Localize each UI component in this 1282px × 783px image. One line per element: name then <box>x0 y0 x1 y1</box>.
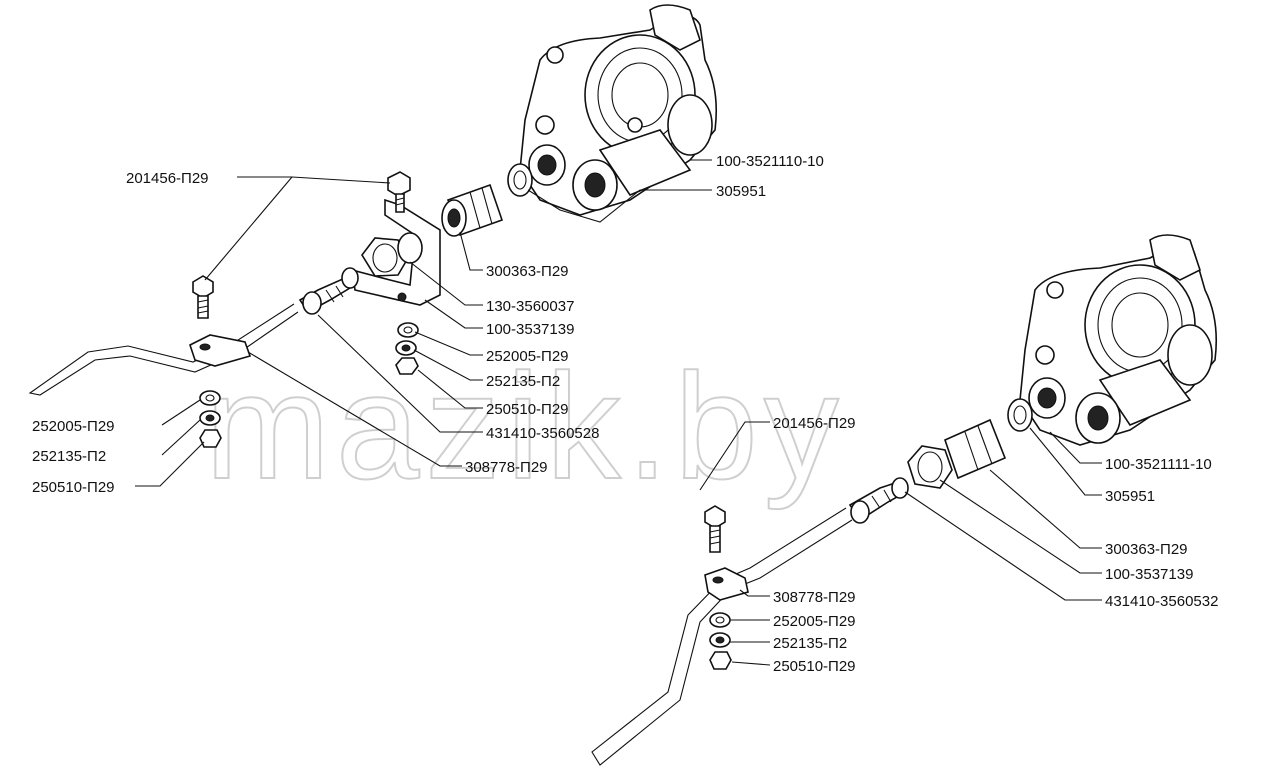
tube-431410-3560528 <box>28 267 359 396</box>
nut-250510-upper <box>395 357 419 375</box>
lower-assembly <box>591 234 1218 766</box>
brake-valve-upper <box>519 4 718 216</box>
label-308778-lower: 308778-П29 <box>773 589 856 606</box>
label-308778-upper: 308778-П29 <box>465 459 548 476</box>
label-431410-3560528: 431410-3560528 <box>486 425 599 442</box>
label-252135-left: 252135-П2 <box>32 448 106 465</box>
label-250510-left: 250510-П29 <box>32 479 115 496</box>
watermark: mazik.by <box>205 342 845 510</box>
label-252005-left: 252005-П29 <box>32 418 115 435</box>
label-300363-lower: 300363-П29 <box>1105 541 1188 558</box>
clamp-308778-lower <box>704 567 749 601</box>
label-252005-lower: 252005-П29 <box>773 613 856 630</box>
fitting-300363-upper <box>441 183 504 237</box>
brake-valve-lower <box>1019 234 1218 446</box>
nut-130-3560037 <box>361 232 423 277</box>
label-431410-3560532: 431410-3560532 <box>1105 593 1218 610</box>
label-300363-upper: 300363-П29 <box>486 263 569 280</box>
labels: 201456-П29 100-3521110-10 305951 300363-… <box>32 153 1218 675</box>
label-201456-upper: 201456-П29 <box>126 170 209 187</box>
washer-252005-left <box>199 390 221 406</box>
leaders-lower <box>699 421 1102 666</box>
bolt-201456-lower <box>704 505 726 553</box>
bolt-201456-upper-b <box>192 275 214 319</box>
nut-250510-lower <box>709 651 732 670</box>
tube-431410-3560532 <box>591 477 909 766</box>
washer-305951-upper <box>507 163 533 197</box>
label-305951-upper: 305951 <box>716 183 766 200</box>
label-252135-upper: 252135-П2 <box>486 373 560 390</box>
upper-assembly <box>28 4 718 448</box>
label-252135-lower: 252135-П2 <box>773 635 847 652</box>
nut-250510-left <box>199 429 222 448</box>
fitting-300363-lower <box>907 418 1007 489</box>
label-250510-upper: 250510-П29 <box>486 401 569 418</box>
label-100-3521110-10: 100-3521110-10 <box>716 153 824 170</box>
label-100-3537139-upper: 100-3537139 <box>486 321 574 338</box>
label-130-3560037: 130-3560037 <box>486 298 574 315</box>
leaders-upper <box>135 159 712 487</box>
label-305951-lower: 305951 <box>1105 488 1155 505</box>
label-250510-lower: 250510-П29 <box>773 658 856 675</box>
label-100-3521111-10: 100-3521111-10 <box>1105 456 1212 473</box>
label-252005-upper: 252005-П29 <box>486 348 569 365</box>
label-201456-lower: 201456-П29 <box>773 415 856 432</box>
clamp-308778-upper <box>189 334 252 367</box>
washer-252005-upper <box>397 322 419 338</box>
label-100-3537139-lower: 100-3537139 <box>1105 566 1193 583</box>
washer-305951-lower <box>1007 398 1033 432</box>
washer-252005-lower <box>709 612 731 628</box>
bolt-201456-upper-a <box>387 171 411 213</box>
